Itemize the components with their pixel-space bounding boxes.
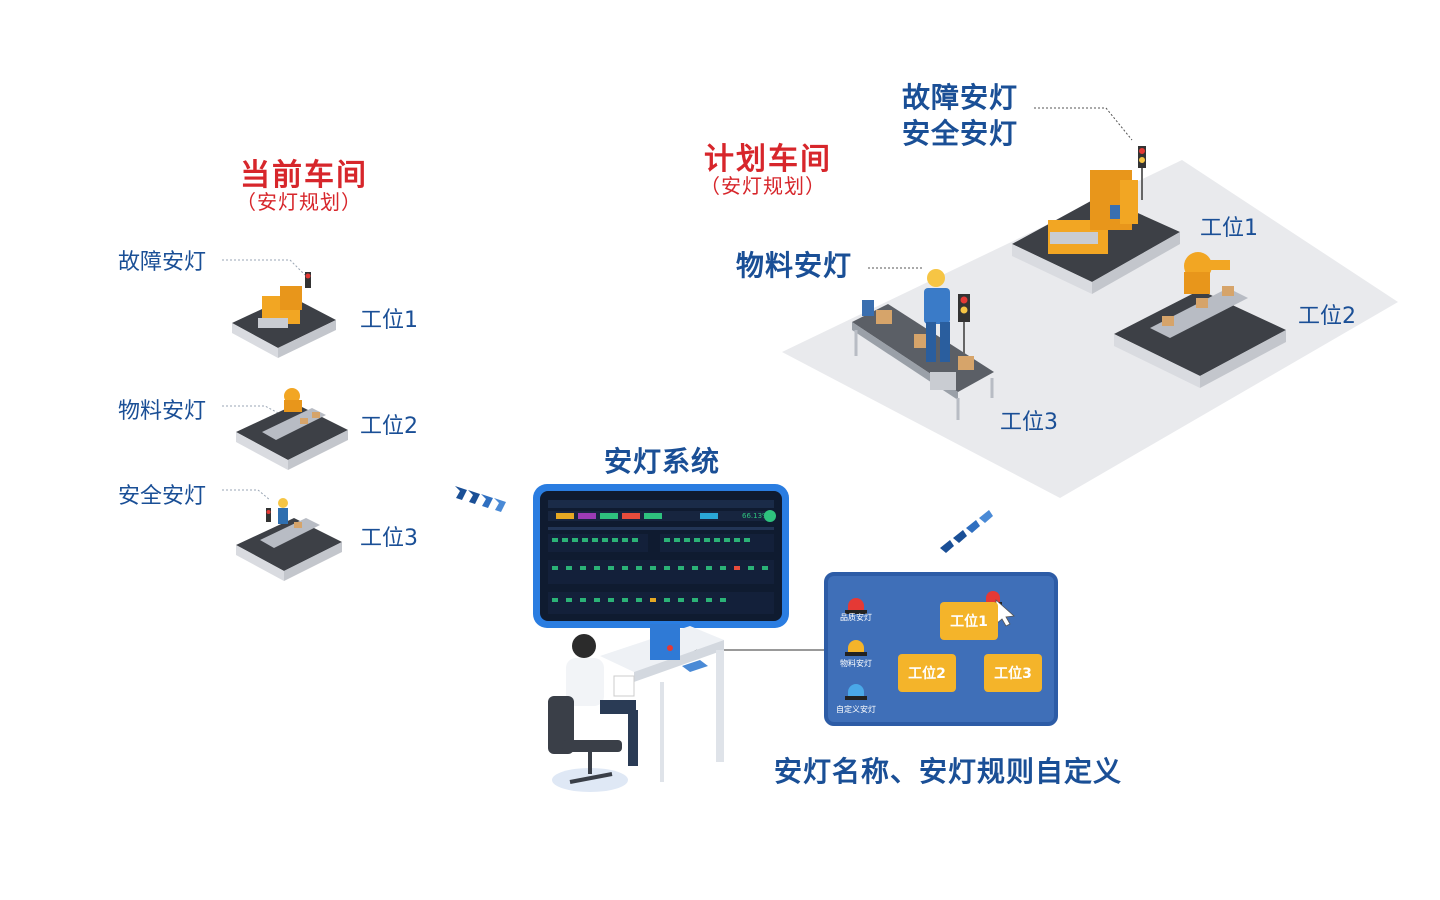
planned-station-2-label: 工位2	[1298, 304, 1356, 329]
chevron-arrows-up-icon	[940, 510, 993, 553]
config-lamp-material-label: 物料安灯	[840, 659, 872, 668]
current-station-3-label: 工位3	[360, 526, 418, 551]
operator	[566, 634, 638, 766]
office-chair	[548, 696, 628, 792]
current-station-1-label: 工位1	[360, 308, 418, 333]
planned-lamp-safety-label: 安全安灯	[902, 117, 1019, 150]
config-lamp-quality-label: 品质安灯	[840, 613, 872, 622]
current-workshop-title: 当前车间	[240, 158, 368, 193]
config-station-1-button[interactable]: 工位1	[940, 602, 998, 640]
planned-station-3-label: 工位3	[1000, 410, 1058, 435]
config-caption: 安灯名称、安灯规则自定义	[774, 755, 1123, 788]
current-station-1-machine	[232, 272, 336, 358]
current-station-3-machine	[236, 498, 342, 581]
planned-workshop-subtitle: （安灯规划）	[700, 174, 826, 198]
current-workshop-subtitle: （安灯规划）	[236, 190, 362, 214]
planned-station-1-label: 工位1	[1200, 216, 1258, 241]
planned-lamp-fault-label: 故障安灯	[902, 81, 1019, 114]
config-station-2-button[interactable]: 工位2	[898, 654, 956, 692]
planned-worker	[924, 269, 950, 362]
current-lamp-fault-label: 故障安灯	[118, 250, 207, 275]
planned-material-lamp	[958, 294, 970, 354]
planned-station-3-conveyor	[852, 300, 994, 420]
planned-station-2-machine	[1114, 252, 1286, 388]
red-alarm-lamp-icon	[845, 598, 867, 614]
operator-desk	[600, 624, 724, 782]
andon-system-title: 安灯系统	[604, 445, 721, 478]
planned-station-1-machine	[1012, 146, 1180, 294]
current-station-2-label: 工位2	[360, 414, 418, 439]
dashboard-rate-value: 66.13%	[742, 512, 769, 520]
yellow-alarm-lamp-icon	[845, 640, 867, 656]
cursor-icon	[995, 599, 1015, 627]
current-station-2-machine	[236, 388, 348, 470]
dashboard-screen	[533, 484, 789, 628]
blue-alarm-lamp-icon	[845, 684, 867, 700]
config-station-3-button[interactable]: 工位3	[984, 654, 1042, 692]
planned-workshop-title: 计划车间	[704, 142, 832, 177]
current-lamp-safety-label: 安全安灯	[118, 484, 207, 509]
config-lamp-custom-label: 自定义安灯	[836, 705, 876, 714]
planned-lamp-material-label: 物料安灯	[736, 249, 853, 282]
current-lamp-material-label: 物料安灯	[118, 399, 207, 424]
chevron-arrows-icon	[455, 486, 506, 512]
